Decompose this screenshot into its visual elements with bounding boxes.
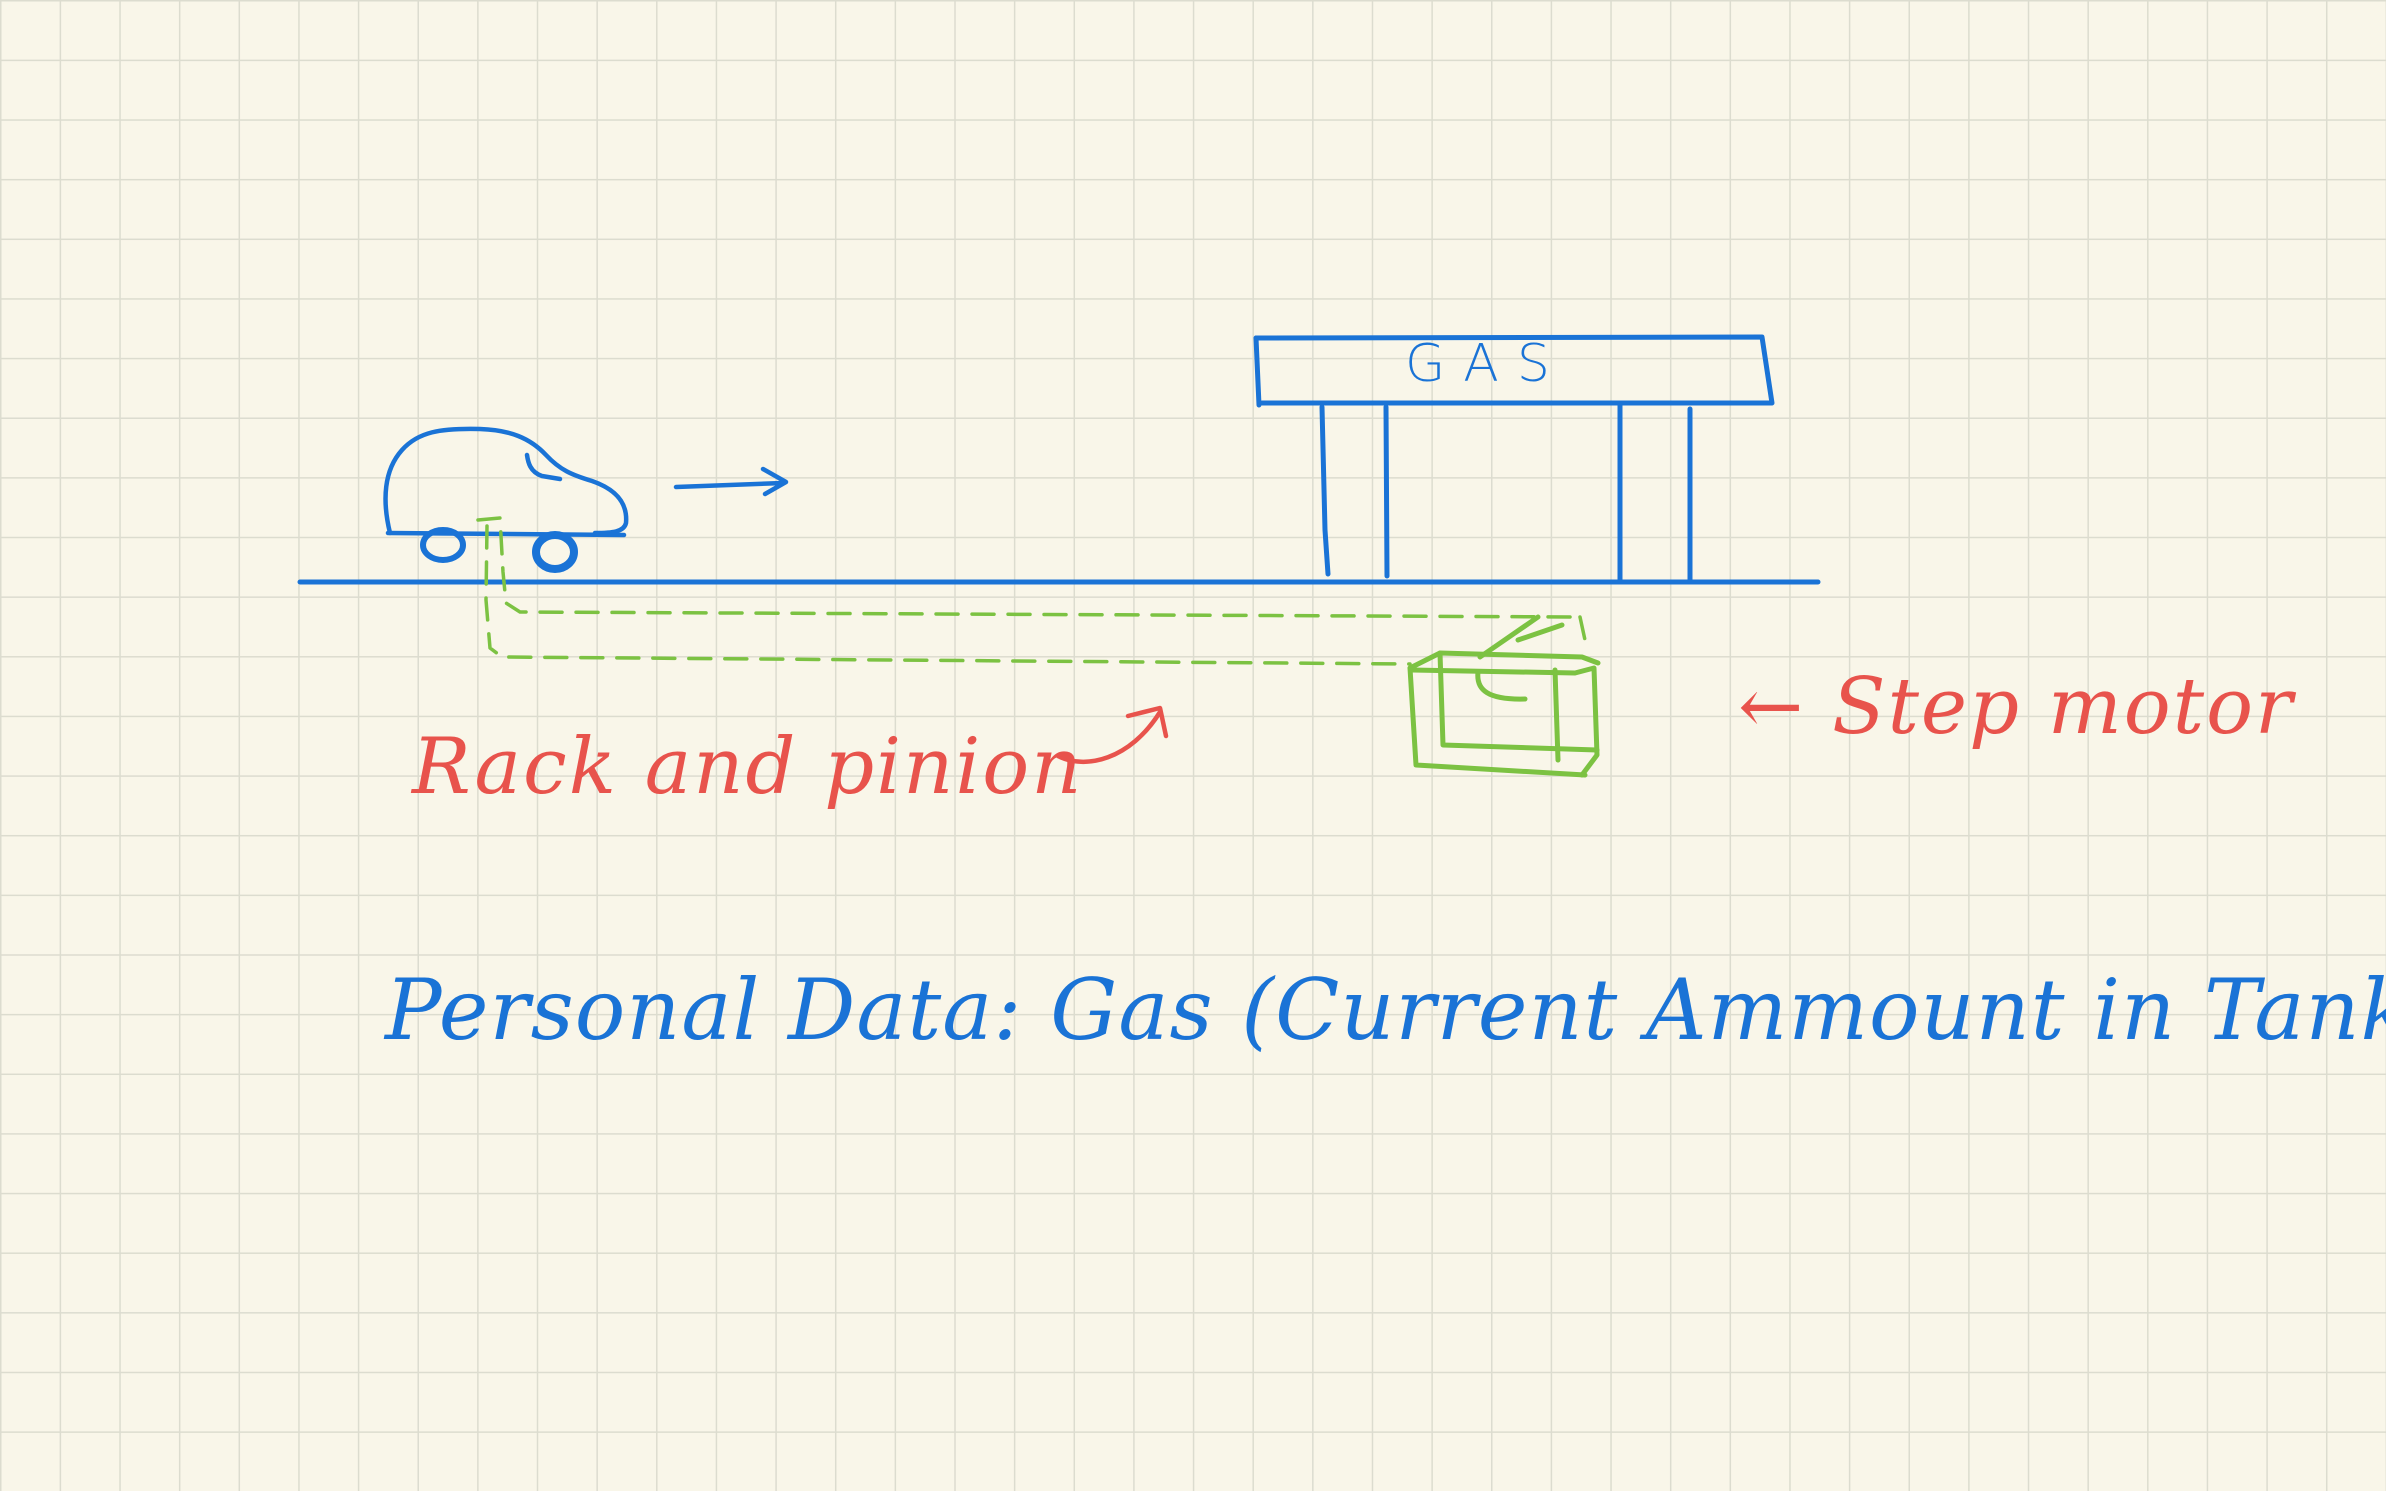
- personal-data-label: Personal Data: Gas (Current Ammount in T…: [385, 961, 2386, 1059]
- step-motor-label: ← Step motor: [1738, 662, 2295, 752]
- gas-station-icon: [1253, 334, 1775, 583]
- step-motor-icon: [1407, 614, 1601, 778]
- gas-sign-text: GAS: [1405, 334, 1568, 394]
- curved-arrow-icon: [1055, 705, 1169, 765]
- car-icon: [383, 426, 629, 573]
- rack-and-pinion-label: Rack and pinion: [412, 722, 1084, 812]
- rack-and-pinion-track: [476, 516, 1587, 666]
- arrow-right-icon: [673, 466, 789, 497]
